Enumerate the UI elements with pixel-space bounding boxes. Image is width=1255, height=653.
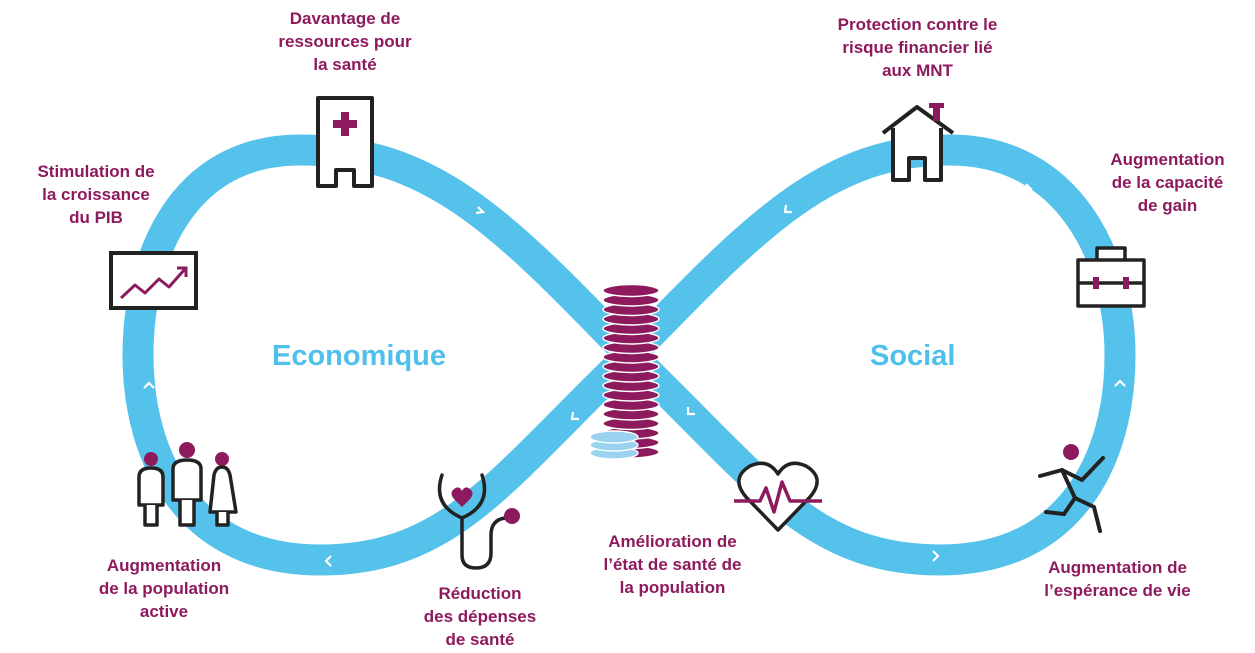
label-line: la croissance — [42, 185, 150, 204]
arrow-chevron — [686, 407, 695, 416]
label-line: Davantage de — [289, 9, 401, 28]
label-risque-mnt: Protection contre le risque financier li… — [815, 13, 1020, 82]
arrow-chevron — [143, 381, 155, 389]
arrow-chevron — [228, 187, 236, 199]
arrow-chevron — [570, 411, 579, 421]
briefcase-icon — [1076, 246, 1146, 308]
label-line: l’état de santé de — [603, 555, 742, 574]
label-line: Augmentation de — [1048, 558, 1187, 577]
section-title-economique: Economique — [272, 340, 447, 372]
section-title-social: Social — [870, 340, 956, 372]
arrow-chevron — [1025, 183, 1033, 195]
running-person-icon — [1038, 444, 1105, 533]
label-line: ressources pour — [278, 32, 412, 51]
house-icon — [881, 103, 955, 182]
label-line: de gain — [1137, 196, 1198, 215]
hospital-icon — [316, 96, 374, 188]
label-line: Réduction — [438, 584, 522, 603]
label-esperance-vie: Augmentation de l’espérance de vie — [1020, 556, 1215, 602]
label-line: de la population — [98, 579, 230, 598]
label-capacite-gain: Augmentation de la capacité de gain — [1090, 148, 1245, 217]
arrow-chevron — [324, 555, 332, 567]
arrow-chevron — [783, 204, 792, 214]
label-line: Protection contre le — [837, 15, 998, 34]
label-line: Augmentation — [106, 556, 222, 575]
label-line: la santé — [313, 55, 377, 74]
label-line: la population — [619, 578, 726, 597]
label-line: active — [139, 602, 189, 621]
label-line: de la capacité — [1111, 173, 1224, 192]
line-chart-icon — [109, 251, 198, 310]
label-etat-sante: Amélioration de l’état de santé de la po… — [580, 530, 765, 599]
arrow-chevron — [1114, 379, 1126, 387]
stethoscope-icon — [437, 473, 520, 570]
arrow-chevron — [475, 206, 486, 215]
label-line: du PIB — [69, 208, 123, 227]
arrow-chevron — [932, 550, 940, 562]
label-line: risque financier lié — [842, 38, 993, 57]
coin — [602, 283, 660, 298]
label-line: Amélioration de — [608, 532, 737, 551]
people-group-icon — [137, 442, 238, 527]
label-population-active: Augmentation de la population active — [78, 554, 250, 623]
label-line: l’espérance de vie — [1044, 581, 1191, 600]
direction-arrows — [143, 183, 1126, 567]
label-line: Stimulation de — [37, 162, 155, 181]
label-croissance-pib: Stimulation de la croissance du PIB — [12, 160, 180, 229]
label-line: Augmentation — [1110, 150, 1225, 169]
label-ressources-sante: Davantage de ressources pour la santé — [255, 7, 435, 76]
heartbeat-icon — [734, 461, 822, 532]
coin-stack-icon — [589, 283, 660, 460]
label-line: des dépenses — [423, 607, 537, 626]
label-line: aux MNT — [882, 61, 953, 80]
label-depenses-sante: Réduction des dépenses de santé — [400, 582, 560, 651]
label-line: de santé — [445, 630, 515, 649]
